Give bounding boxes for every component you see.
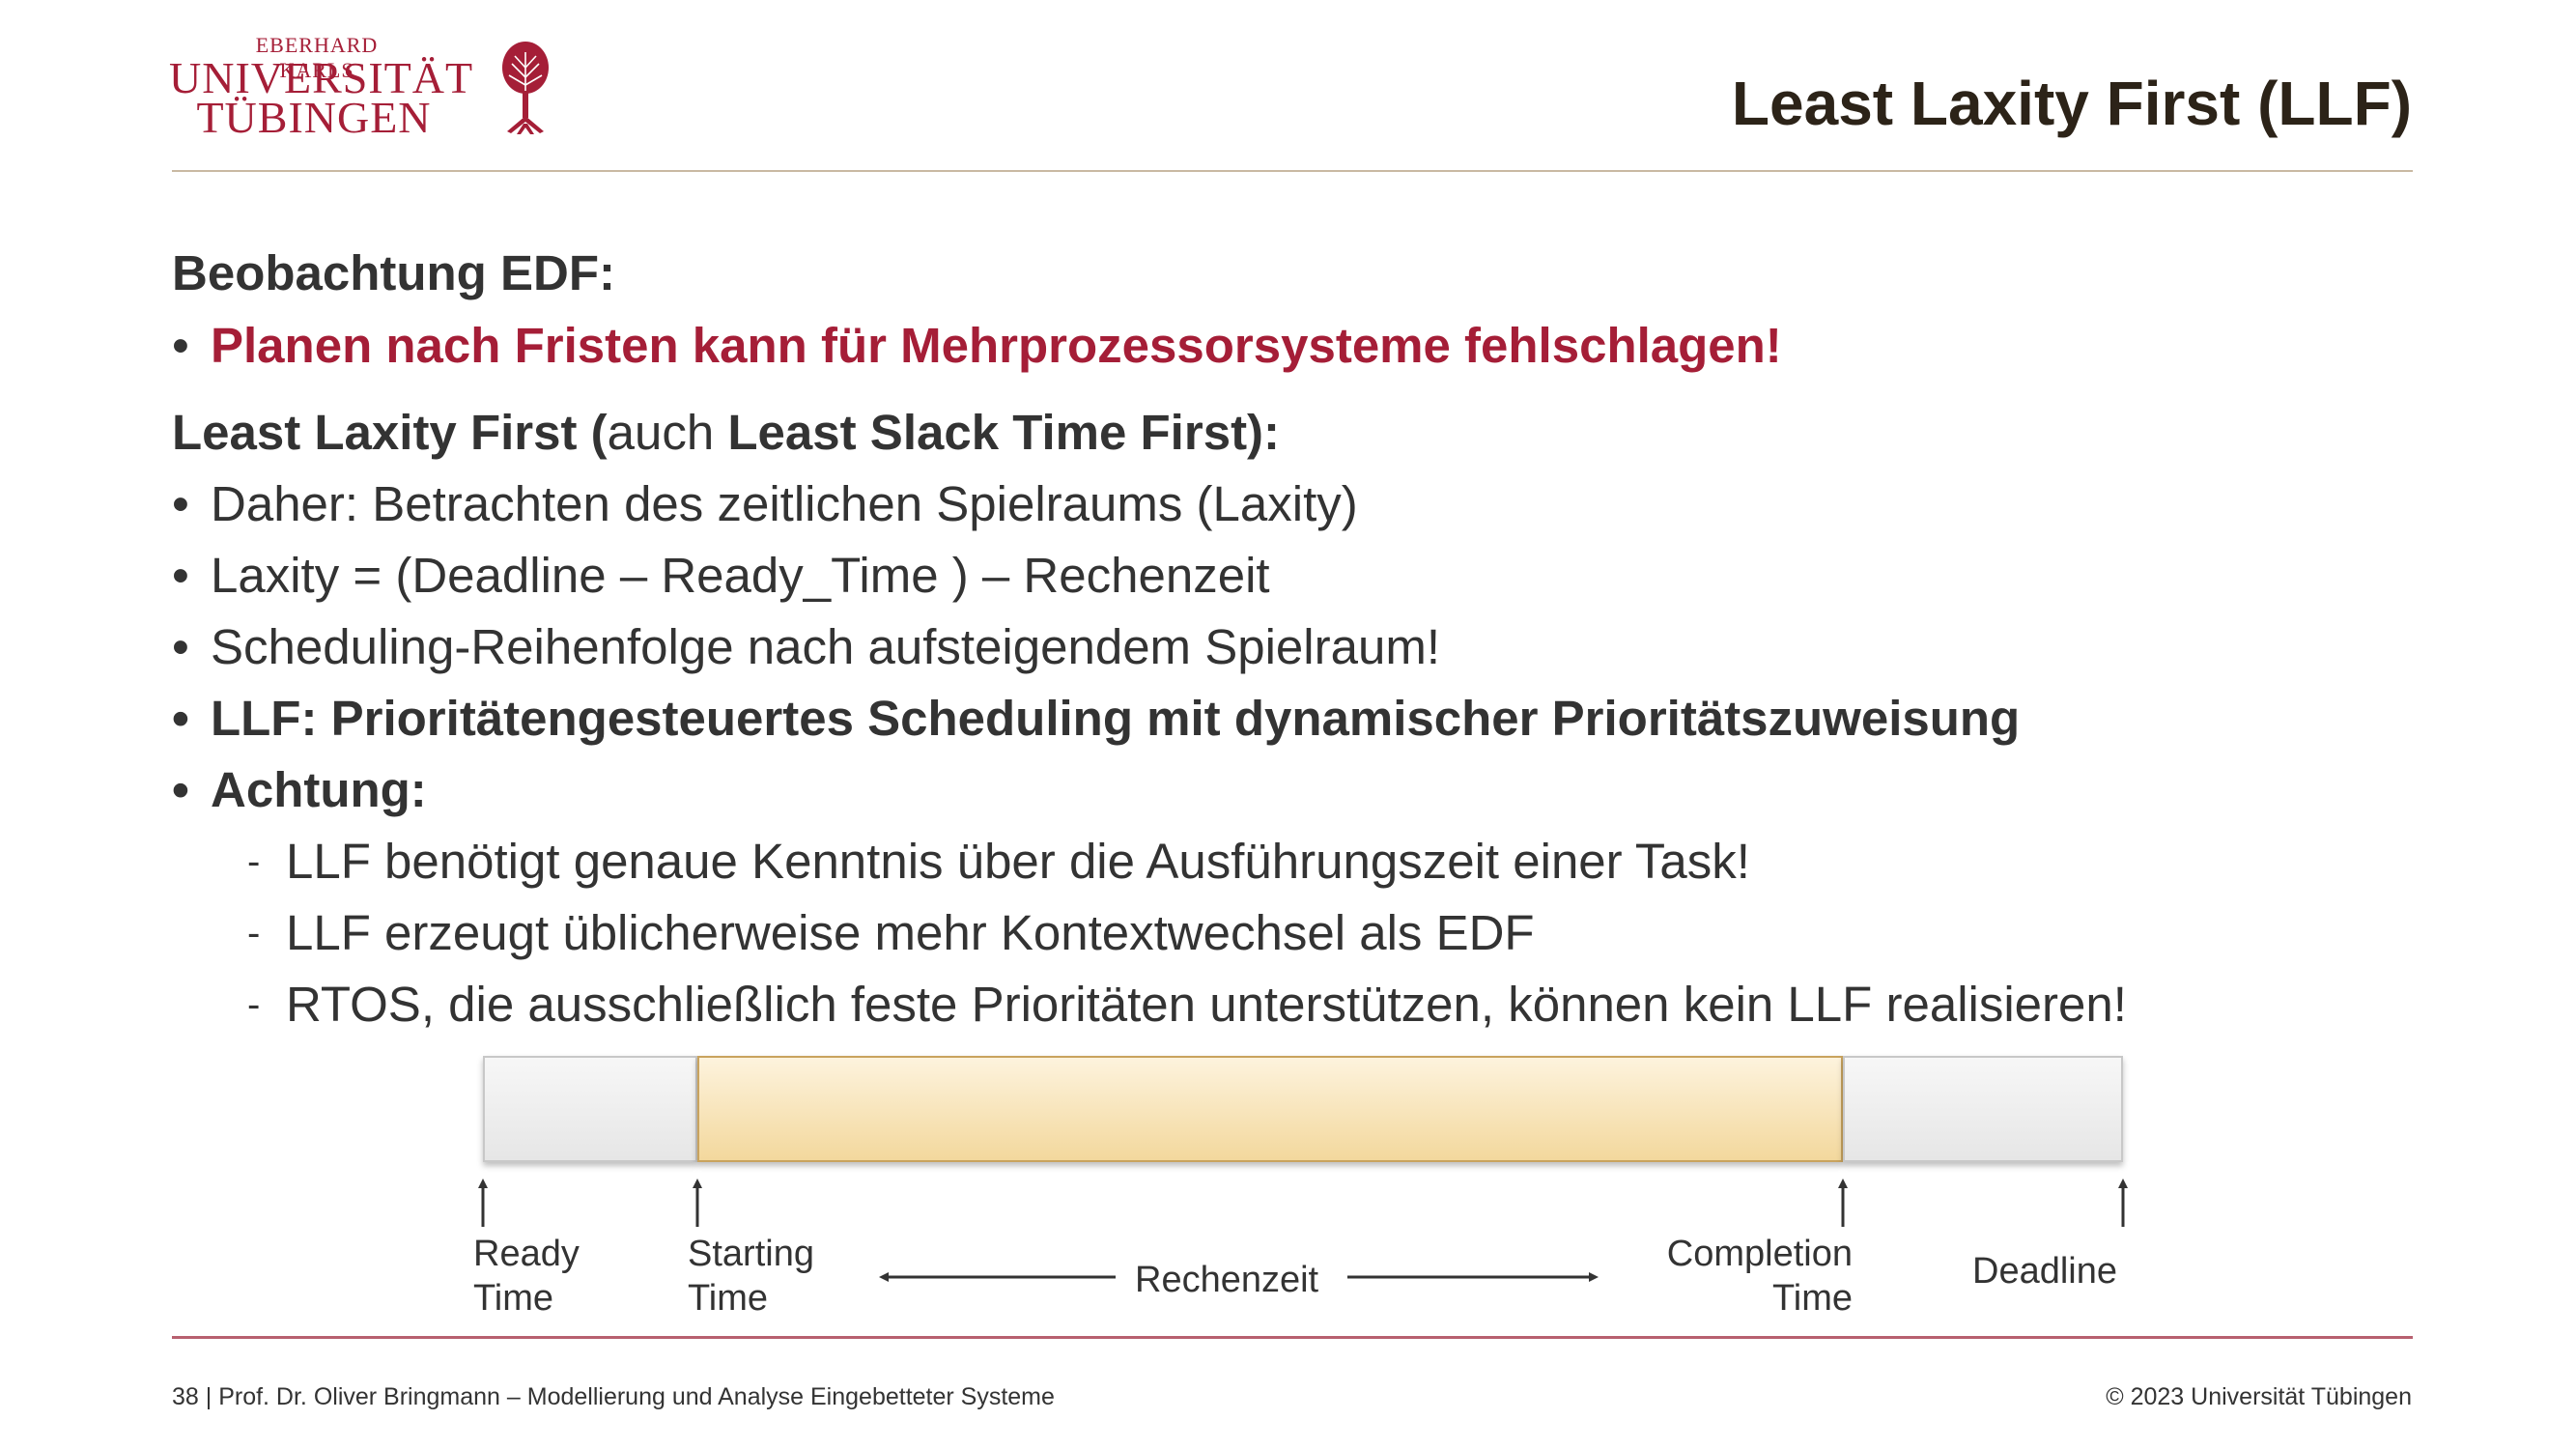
footer-divider — [172, 1336, 2413, 1339]
observation-bullet: • Planen nach Fristen kann für Mehrprozes… — [172, 317, 1782, 375]
bullet-marker: • — [172, 619, 189, 674]
completion-time-label: Completion Time — [1666, 1234, 1853, 1319]
laxity-segment-before — [483, 1056, 697, 1162]
footer-left-text: 38 | Prof. Dr. Oliver Bringmann – Modell… — [172, 1383, 1055, 1410]
llf-heading-c: Least Slack Time First): — [727, 405, 1281, 460]
bullet-4: • LLF: Prioritätengesteuertes Scheduling … — [172, 690, 2020, 748]
bullet-marker: • — [172, 691, 189, 746]
university-logo: EBERHARD KARLS UNIVERSITÄT TÜBINGEN — [169, 33, 565, 141]
starting-time-label: Starting Time — [688, 1234, 814, 1319]
compute-time-segment — [697, 1056, 1843, 1162]
sub-bullet-2: -LLF erzeugt üblicherweise mehr Kontextw… — [247, 904, 1535, 962]
dash-marker: - — [247, 983, 261, 1026]
rechenzeit-label: Rechenzeit — [1135, 1260, 1319, 1300]
logo-line-2: UNIVERSITÄT — [169, 53, 474, 102]
slide-title: Least Laxity First (LLF) — [1731, 69, 2412, 138]
bullet-1-text: Daher: Betrachten des zeitlichen Spielra… — [211, 476, 1358, 531]
llf-heading-b: auch — [607, 405, 728, 460]
bullet-4-text: LLF: Prioritätengesteuertes Scheduling m… — [211, 691, 2021, 746]
laxity-segment-after — [1843, 1056, 2123, 1162]
bullet-5: • Achtung: — [172, 761, 427, 819]
bullet-marker: • — [172, 318, 189, 373]
laxity-timeline: Ready Time Starting Time Rechenzeit Comp… — [473, 1048, 2128, 1338]
ready-time-label: Ready Time — [473, 1234, 580, 1319]
header-divider — [172, 170, 2413, 172]
logo-line-3: TÜBINGEN — [196, 93, 432, 142]
llf-heading-a: Least Laxity First ( — [172, 405, 608, 460]
sub-bullet-1-text: LLF benötigt genaue Kenntnis über die Au… — [286, 834, 1750, 889]
tree-icon — [502, 42, 549, 134]
footer-copyright: © 2023 Universität Tübingen — [2106, 1383, 2412, 1410]
bullet-marker: • — [172, 548, 189, 603]
bullet-2-text: Laxity = (Deadline – Ready_Time ) – Rech… — [211, 548, 1270, 603]
sub-bullet-3-text: RTOS, die ausschließlich feste Priorität… — [286, 977, 2127, 1032]
timeline-arrows — [478, 1179, 2128, 1282]
bullet-2: • Laxity = (Deadline – Ready_Time ) – Rec… — [172, 547, 1270, 605]
sub-bullet-3: -RTOS, die ausschließlich feste Prioritä… — [247, 976, 2127, 1034]
dash-marker: - — [247, 912, 261, 954]
sub-bullet-1: -LLF benötigt genaue Kenntnis über die A… — [247, 833, 1750, 891]
bullet-marker: • — [172, 762, 189, 817]
bullet-5-text: Achtung: — [211, 762, 427, 817]
sub-bullet-2-text: LLF erzeugt üblicherweise mehr Kontextwe… — [286, 905, 1535, 960]
bullet-3: • Scheduling-Reihenfolge nach aufsteigend… — [172, 618, 1440, 676]
bullet-marker: • — [172, 476, 189, 531]
llf-heading: Least Laxity First (auch Least Slack Tim… — [172, 404, 1280, 462]
logo-line-1: EBERHARD KARLS — [255, 33, 379, 82]
dash-marker: - — [247, 840, 261, 883]
observation-heading: Beobachtung EDF: — [172, 245, 615, 300]
deadline-label: Deadline — [1972, 1251, 2117, 1292]
bullet-3-text: Scheduling-Reihenfolge nach aufsteigende… — [211, 619, 1440, 674]
bullet-1: • Daher: Betrachten des zeitlichen Spielr… — [172, 475, 1358, 533]
observation-bullet-text: Planen nach Fristen kann für Mehrprozess… — [211, 318, 1782, 373]
